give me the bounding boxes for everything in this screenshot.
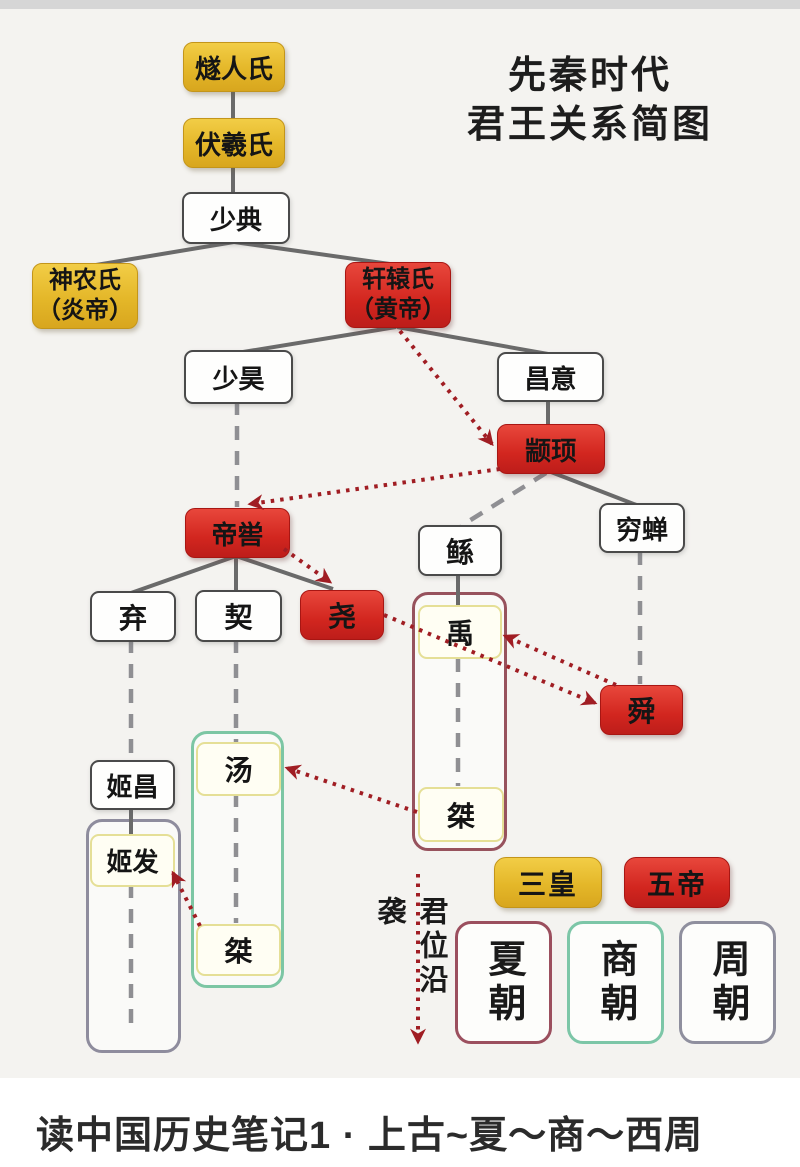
node-changyi: 昌意 [497,352,604,402]
node-label: 穷蝉 [615,515,668,545]
legend-label: 商朝 [594,938,636,1027]
node-label: 轩辕氏 [362,267,434,293]
legend-succession-label: 君位沿袭 [373,896,447,998]
node-label: 帝喾 [211,520,264,550]
node-shaodian: 少典 [182,192,290,244]
node-xie: 契 [195,590,282,642]
legend-shang-dynasty: 商朝 [567,921,664,1044]
node-zhuanxu: 颛顼 [497,424,605,474]
legend-sanhuang: 三皇 [494,857,602,908]
node-label: 鲧 [445,537,474,569]
node-label: 燧人氏 [194,54,273,84]
node-label: 少典 [209,205,262,235]
edge-solid-7 [550,470,640,508]
node-shaohao: 少昊 [184,350,293,404]
node-label: 伏羲氏 [194,130,273,160]
edge-solid-5 [396,325,549,356]
node-yao: 尧 [300,590,384,640]
node-fuxishi: 伏羲氏 [183,118,285,168]
node-label: 神农氏 [49,268,121,294]
diagram-title: 先秦时代 君王关系简图 [400,52,780,149]
edge-succession-arrow-0 [398,329,494,447]
node-label: 契 [224,603,253,634]
node-label: 昌意 [524,364,577,394]
edge-dashed-1 [459,471,548,528]
legend-zhou-dynasty: 周朝 [679,921,776,1044]
node-jie-shang: 桀 [196,924,281,976]
node-label: 少昊 [212,364,265,394]
edge-succession-arrow-2 [282,547,333,584]
node-label: 姬发 [106,848,159,877]
node-label: 尧 [327,602,356,633]
legend-label: 三皇 [517,869,578,901]
caption-background [0,1078,800,1167]
node-label: 桀 [446,801,475,833]
node-shennongshi: 神农氏 （炎帝） [32,263,138,329]
edge-solid-8 [130,554,237,595]
node-tang: 汤 [196,742,281,796]
edge-succession-arrow-4 [502,634,617,687]
node-qi: 弃 [90,591,176,642]
edge-solid-10 [235,554,334,591]
node-label: 颛顼 [524,436,577,466]
node-jie-xia: 桀 [418,787,504,842]
node-jichang: 姬昌 [90,760,175,810]
legend-wudi: 五帝 [624,857,730,908]
node-label: 禹 [445,619,474,650]
node-suirenshi: 燧人氏 [183,42,285,92]
title-line-1: 先秦时代 [507,55,672,97]
top-band [0,0,800,9]
node-label: 汤 [224,756,253,787]
node-sublabel: （炎帝） [37,298,133,324]
caption-text: 读中国历史笔记1 · 上古~夏～商～西周 [36,1115,704,1157]
node-shun: 舜 [600,685,683,735]
node-label: 姬昌 [106,772,159,802]
title-line-2: 君王关系简图 [466,103,713,146]
node-label: 桀 [224,937,253,968]
node-label: 弃 [118,603,147,635]
edge-succession-arrow-1 [247,467,501,511]
legend-xia-dynasty: 夏朝 [455,921,552,1044]
node-qiongchan: 穷蝉 [599,503,685,553]
edge-succession-arrow-5 [284,764,418,814]
node-yu: 禹 [418,605,502,659]
node-jifa: 姬发 [90,834,175,887]
node-xuanyuanshi: 轩辕氏 （黄帝） [345,262,451,328]
node-sublabel: （黄帝） [350,297,446,323]
node-label: 舜 [627,697,656,728]
legend-label: 周朝 [706,938,748,1027]
legend-label: 五帝 [646,869,707,901]
legend-label: 夏朝 [482,938,524,1027]
node-gun: 鲧 [418,525,502,576]
node-diku: 帝喾 [185,508,290,558]
